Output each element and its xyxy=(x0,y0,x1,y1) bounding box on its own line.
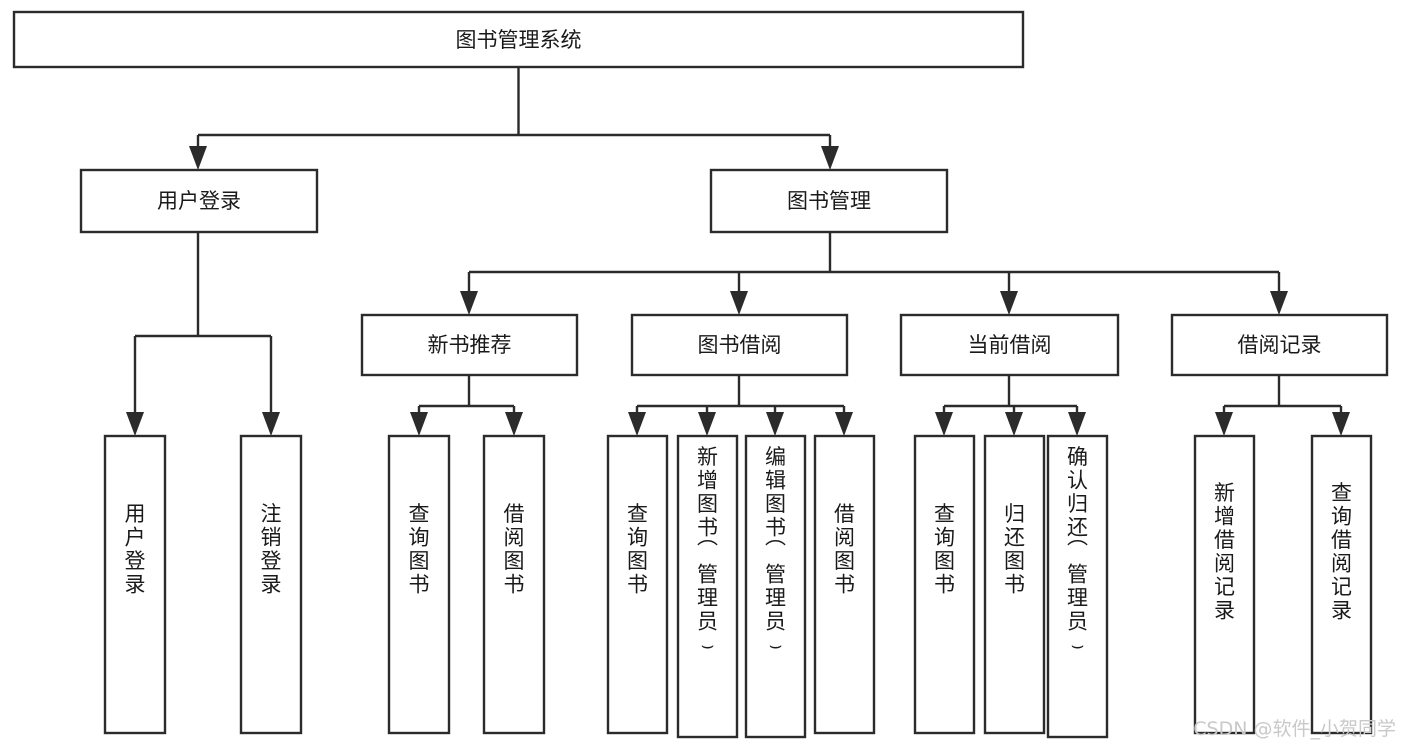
node-leaf-query-book-recommend-label: 查询图书 xyxy=(409,502,430,597)
connector-group-book-borrow xyxy=(628,375,853,436)
node-book-management-box[interactable] xyxy=(709,168,949,234)
node-leaf-add-book-admin[interactable]: 新增图书⌒管理员⌣ xyxy=(676,434,739,739)
node-current-borrow-label: 当前借阅 xyxy=(968,333,1052,357)
node-leaf-query-book-current[interactable]: 查询图书 xyxy=(913,434,976,735)
arrow-head-leaf-add-book-admin xyxy=(698,412,716,436)
node-root[interactable]: 图书管理系统 xyxy=(12,10,1025,69)
connector-group-borrow-record xyxy=(1215,375,1350,436)
node-leaf-borrow-book-recommend-label: 借阅图书 xyxy=(504,502,525,597)
node-leaf-query-book-borrow-box[interactable] xyxy=(606,434,669,735)
node-root-box[interactable] xyxy=(12,10,1025,69)
arrow-head-current-borrow xyxy=(1000,291,1018,315)
node-leaf-add-book-admin-box[interactable] xyxy=(676,434,739,739)
node-user-login-box[interactable] xyxy=(79,168,319,234)
arrow-head-book-borrow xyxy=(730,291,748,315)
arrow-head-leaf-return-book xyxy=(1005,412,1023,436)
connector-group-current-borrow xyxy=(935,375,1086,436)
node-leaf-query-borrow-record[interactable]: 查询借阅记录 xyxy=(1310,434,1373,735)
node-leaf-borrow-book-box[interactable] xyxy=(813,434,876,735)
node-book-management-label: 图书管理 xyxy=(787,189,871,213)
node-leaf-query-borrow-record-label: 查询借阅记录 xyxy=(1331,481,1352,623)
arrow-head-user-login xyxy=(189,146,207,170)
node-leaf-user-login-box[interactable] xyxy=(103,434,167,735)
arrow-head-leaf-add-borrow-record xyxy=(1215,412,1233,436)
node-leaf-confirm-return-admin-label: 确认归还⌒管理员⌣ xyxy=(1067,445,1088,657)
node-current-borrow-box[interactable] xyxy=(899,313,1120,377)
node-borrow-record-box[interactable] xyxy=(1170,313,1389,377)
arrow-head-book-management xyxy=(821,146,839,170)
node-book-management[interactable]: 图书管理 xyxy=(709,168,949,234)
node-leaf-return-book-box[interactable] xyxy=(983,434,1046,735)
node-leaf-query-book-current-box[interactable] xyxy=(913,434,976,735)
node-book-borrow-box[interactable] xyxy=(630,313,849,377)
node-new-book-recommend-box[interactable] xyxy=(360,313,579,377)
connector-group-book-management xyxy=(460,232,1288,315)
node-leaf-logout-label: 注销登录 xyxy=(261,502,282,597)
node-borrow-record[interactable]: 借阅记录 xyxy=(1170,313,1389,377)
connector-group-root xyxy=(189,67,839,170)
node-new-book-recommend-label: 新书推荐 xyxy=(428,333,512,357)
node-leaf-edit-book-admin[interactable]: 编辑图书⌒管理员⌣ xyxy=(744,434,807,739)
node-user-login[interactable]: 用户登录 xyxy=(79,168,319,234)
node-leaf-add-borrow-record-box[interactable] xyxy=(1193,434,1256,735)
arrow-head-new-book-recommend xyxy=(460,291,478,315)
node-leaf-borrow-book-label: 借阅图书 xyxy=(834,502,855,597)
node-book-borrow-label: 图书借阅 xyxy=(698,333,782,357)
arrow-head-leaf-borrow-book-recommend xyxy=(505,412,523,436)
node-leaf-query-book-borrow[interactable]: 查询图书 xyxy=(606,434,669,735)
node-leaf-add-book-admin-label: 新增图书⌒管理员⌣ xyxy=(697,445,718,657)
node-leaf-return-book-label: 归还图书 xyxy=(1004,502,1025,597)
node-book-borrow[interactable]: 图书借阅 xyxy=(630,313,849,377)
node-leaf-query-book-recommend[interactable]: 查询图书 xyxy=(387,434,451,735)
node-leaf-user-login-label: 用户登录 xyxy=(125,502,146,597)
node-leaf-query-borrow-record-box[interactable] xyxy=(1310,434,1373,735)
node-leaf-logout[interactable]: 注销登录 xyxy=(239,434,303,735)
node-leaf-confirm-return-admin[interactable]: 确认归还⌒管理员⌣ xyxy=(1046,434,1109,739)
arrow-head-borrow-record xyxy=(1270,291,1288,315)
node-leaf-logout-box[interactable] xyxy=(239,434,303,735)
arrow-head-leaf-query-book-borrow xyxy=(628,412,646,436)
connector-group-new-book-recommend xyxy=(410,375,523,436)
arrow-head-leaf-confirm-return-admin xyxy=(1068,412,1086,436)
node-root-label: 图书管理系统 xyxy=(456,28,582,52)
arrow-head-leaf-logout xyxy=(262,412,280,436)
arrow-head-leaf-user-login xyxy=(126,412,144,436)
node-borrow-record-label: 借阅记录 xyxy=(1238,333,1322,357)
node-leaf-return-book[interactable]: 归还图书 xyxy=(983,434,1046,735)
node-leaf-add-borrow-record-label: 新增借阅记录 xyxy=(1214,481,1235,623)
arrow-head-leaf-borrow-book xyxy=(835,412,853,436)
node-leaf-borrow-book[interactable]: 借阅图书 xyxy=(813,434,876,735)
connector-group-user-login xyxy=(126,232,280,436)
arrow-head-leaf-query-book-recommend xyxy=(410,412,428,436)
node-leaf-borrow-book-recommend-box[interactable] xyxy=(482,434,546,735)
arrow-head-leaf-edit-book-admin xyxy=(766,412,784,436)
csdn-watermark: CSDN @软件_小贺同学 xyxy=(1193,718,1396,740)
node-leaf-query-book-recommend-box[interactable] xyxy=(387,434,451,735)
node-current-borrow[interactable]: 当前借阅 xyxy=(899,313,1120,377)
node-leaf-add-borrow-record[interactable]: 新增借阅记录 xyxy=(1193,434,1256,735)
arrow-head-leaf-query-borrow-record xyxy=(1332,412,1350,436)
node-user-login-label: 用户登录 xyxy=(157,189,241,213)
node-leaf-borrow-book-recommend[interactable]: 借阅图书 xyxy=(482,434,546,735)
node-leaf-edit-book-admin-label: 编辑图书⌒管理员⌣ xyxy=(765,445,786,657)
node-leaf-query-book-borrow-label: 查询图书 xyxy=(627,502,648,597)
arrow-head-leaf-query-book-current xyxy=(935,412,953,436)
node-leaf-query-book-current-label: 查询图书 xyxy=(934,502,955,597)
node-leaf-edit-book-admin-box[interactable] xyxy=(744,434,807,739)
node-leaf-confirm-return-admin-box[interactable] xyxy=(1046,434,1109,739)
node-leaf-user-login[interactable]: 用户登录 xyxy=(103,434,167,735)
node-new-book-recommend[interactable]: 新书推荐 xyxy=(360,313,579,377)
